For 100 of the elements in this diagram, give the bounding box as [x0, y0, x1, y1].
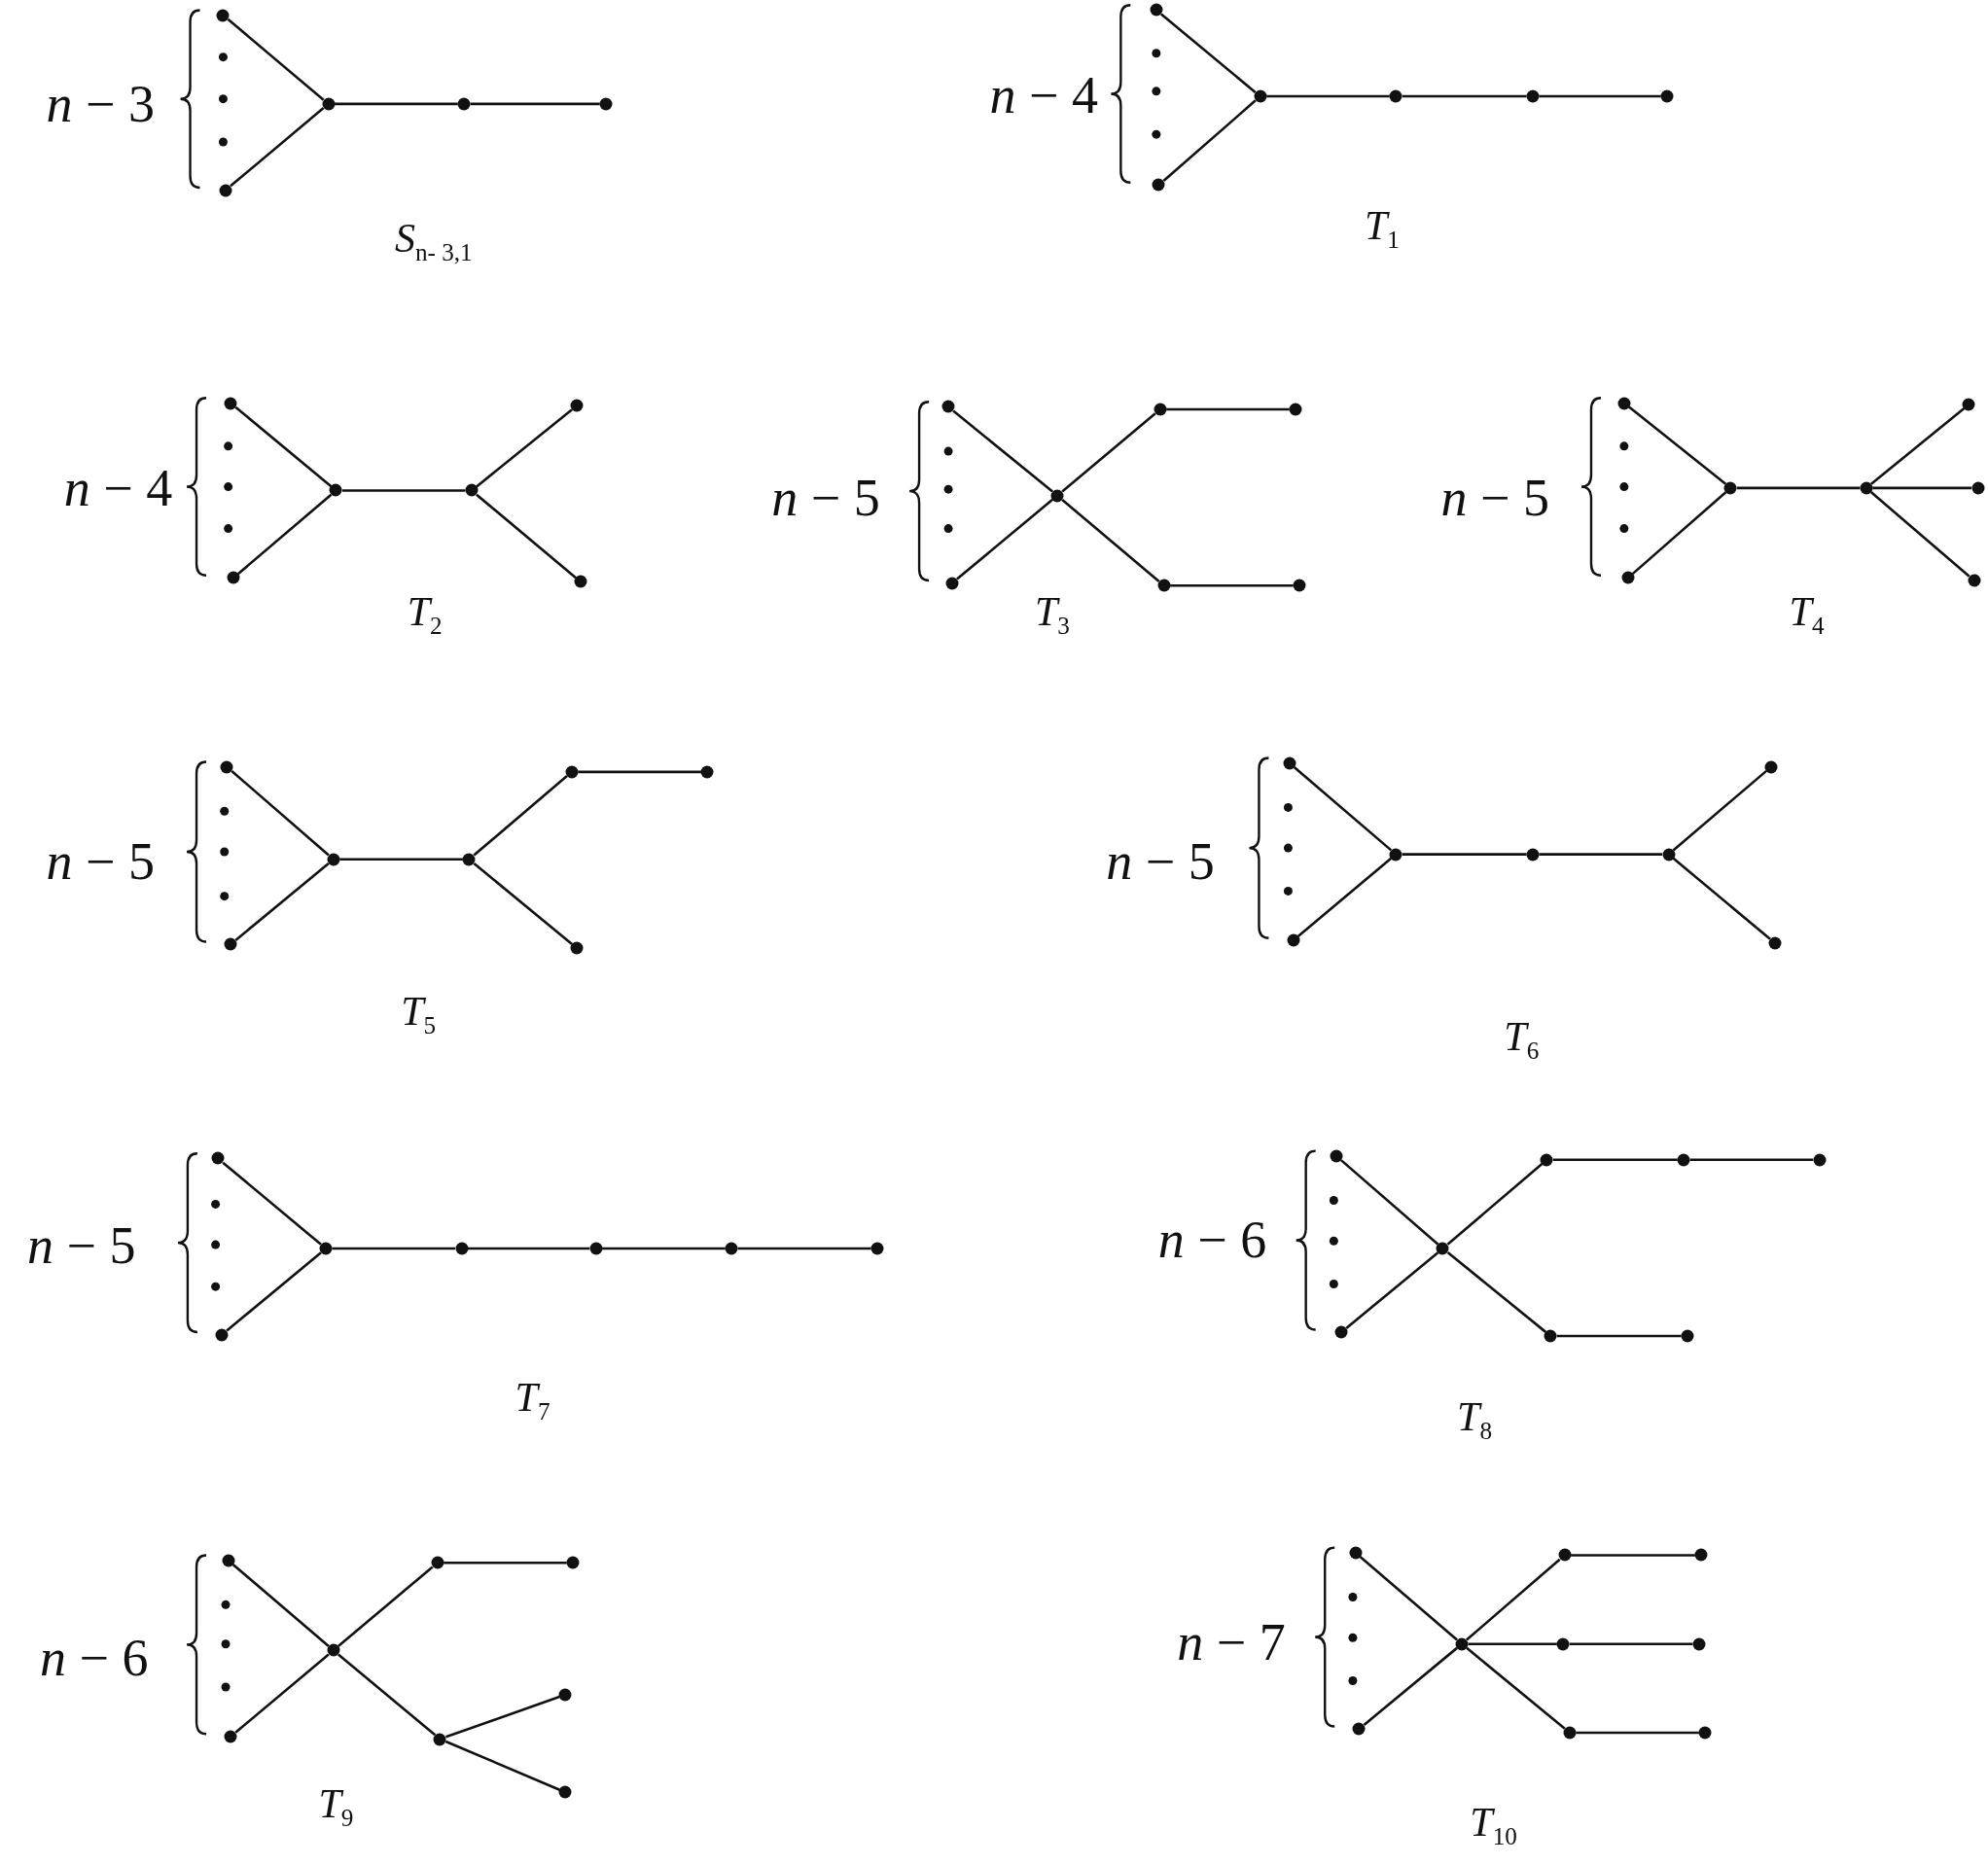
graph-edge	[1446, 1251, 1547, 1333]
vertex-dot	[570, 399, 584, 412]
vertex-dot	[1254, 89, 1267, 103]
vertex-dot	[215, 1328, 229, 1342]
tree-name: T$_{7}$	[515, 1377, 550, 1424]
vertex-dot	[329, 483, 342, 497]
vertex-dot	[1540, 1153, 1553, 1167]
vertex-dot	[1283, 756, 1296, 770]
vertex-count-label: n − 6	[1157, 1213, 1267, 1266]
graph-edge	[1166, 407, 1290, 411]
vertex-dot	[465, 483, 479, 497]
vertex-dot	[1677, 1153, 1690, 1167]
graph-edge	[952, 409, 1053, 493]
graph-edge	[337, 1565, 434, 1648]
vertex-count-label: n − 4	[63, 461, 173, 514]
graph-edge	[1571, 1554, 1695, 1557]
vertex-dot	[224, 1730, 237, 1743]
vertex-dot	[941, 400, 955, 413]
graph-edge	[1402, 94, 1527, 98]
vertex-dot	[219, 184, 232, 197]
graph-edge	[1466, 1646, 1566, 1730]
graph-edge	[234, 862, 330, 942]
graph-edge	[476, 408, 573, 488]
vertex-dot	[1971, 481, 1985, 495]
vertex-dot	[558, 1785, 572, 1799]
vertex-dot	[1768, 936, 1782, 950]
graph-edge	[1296, 857, 1393, 938]
vertex-dot	[319, 1242, 333, 1255]
vertex-count-label: n − 5	[1106, 835, 1215, 889]
vertex-dot	[1349, 1546, 1362, 1560]
graph-edge	[1446, 1163, 1544, 1246]
vertex-dot	[1563, 1726, 1577, 1740]
vertex-dot	[216, 9, 230, 22]
vertex-dot	[1157, 579, 1171, 592]
vertex-dot	[462, 853, 476, 866]
vertex-dot	[1621, 571, 1635, 584]
tree-name: T$_{1}$	[1364, 204, 1400, 252]
tree-name: T$_{3}$	[1035, 590, 1070, 639]
graph-edge	[956, 498, 1053, 580]
graph-edge	[1340, 1159, 1439, 1246]
vertex-dot	[433, 1733, 446, 1745]
graph-edge	[1170, 583, 1294, 587]
vertex-dot	[222, 1554, 235, 1567]
vertex-count-label: n − 7	[1177, 1616, 1286, 1670]
vertex-dot	[1617, 397, 1631, 410]
graph-edge	[1870, 406, 1966, 485]
vertex-dot	[1723, 481, 1737, 495]
vertex-count-label: n − 5	[27, 1219, 136, 1273]
graph-edge	[1402, 853, 1527, 856]
graph-edge	[1689, 1158, 1814, 1162]
vertex-dot	[220, 760, 233, 774]
graph-edge	[1363, 1646, 1458, 1726]
graph-edge	[1872, 486, 1972, 490]
vertex-dot	[570, 941, 584, 955]
graph-edge	[226, 1251, 322, 1332]
graph-edge	[1631, 491, 1727, 576]
vertex-dot	[1150, 3, 1163, 17]
graph-edge	[1556, 1334, 1682, 1338]
vertex-dot	[1681, 1329, 1694, 1343]
vertex-dot	[1962, 398, 1975, 411]
graph-edge	[473, 862, 573, 945]
vertex-dot	[589, 1242, 603, 1255]
graph-edge	[1359, 1556, 1458, 1641]
vertex-dot	[1544, 1329, 1557, 1343]
vertex-dot	[1813, 1153, 1827, 1167]
graph-edge	[1576, 1731, 1699, 1735]
tree-name: S$_{n- 3,1}$	[394, 217, 473, 264]
graph-edge	[578, 770, 701, 774]
vertex-dot	[1289, 403, 1302, 416]
tree-name: T$_{2}$	[407, 590, 443, 639]
vertex-dot	[457, 97, 471, 111]
graph-edge	[476, 493, 577, 580]
vertex-dot	[1662, 848, 1675, 862]
vertex-dot	[1154, 403, 1167, 416]
vertex-dot	[1287, 933, 1300, 947]
graph-edge	[1468, 1642, 1557, 1646]
vertex-dot	[1330, 1149, 1343, 1163]
vertex-dot	[1293, 579, 1306, 592]
vertex-count-label: n − 5	[46, 835, 156, 889]
graph-edge	[1672, 857, 1771, 940]
vertex-dot	[1352, 1722, 1366, 1736]
graph-edge	[1539, 94, 1661, 98]
vertex-count-label: n − 5	[771, 472, 880, 525]
vertex-dot	[211, 1151, 225, 1165]
vertex-dot	[1558, 1548, 1572, 1562]
vertex-dot	[224, 397, 237, 410]
vertex-dot	[431, 1556, 444, 1569]
vertex-dot	[1526, 89, 1540, 103]
vertex-dot	[945, 577, 959, 590]
graph-edge	[339, 858, 463, 862]
vertex-count-label: n − 5	[1440, 472, 1549, 525]
graph-edge	[1061, 412, 1156, 493]
tree-name: T$_{9}$	[318, 1782, 354, 1830]
vertex-dot	[1556, 1637, 1570, 1651]
graph-edge	[341, 489, 466, 492]
graph-edge	[234, 405, 333, 488]
tree-name: T$_{5}$	[401, 990, 437, 1038]
tree-name: T$_{6}$	[1504, 1015, 1540, 1064]
graph-edge	[602, 1247, 726, 1250]
vertex-dot	[1152, 178, 1165, 192]
